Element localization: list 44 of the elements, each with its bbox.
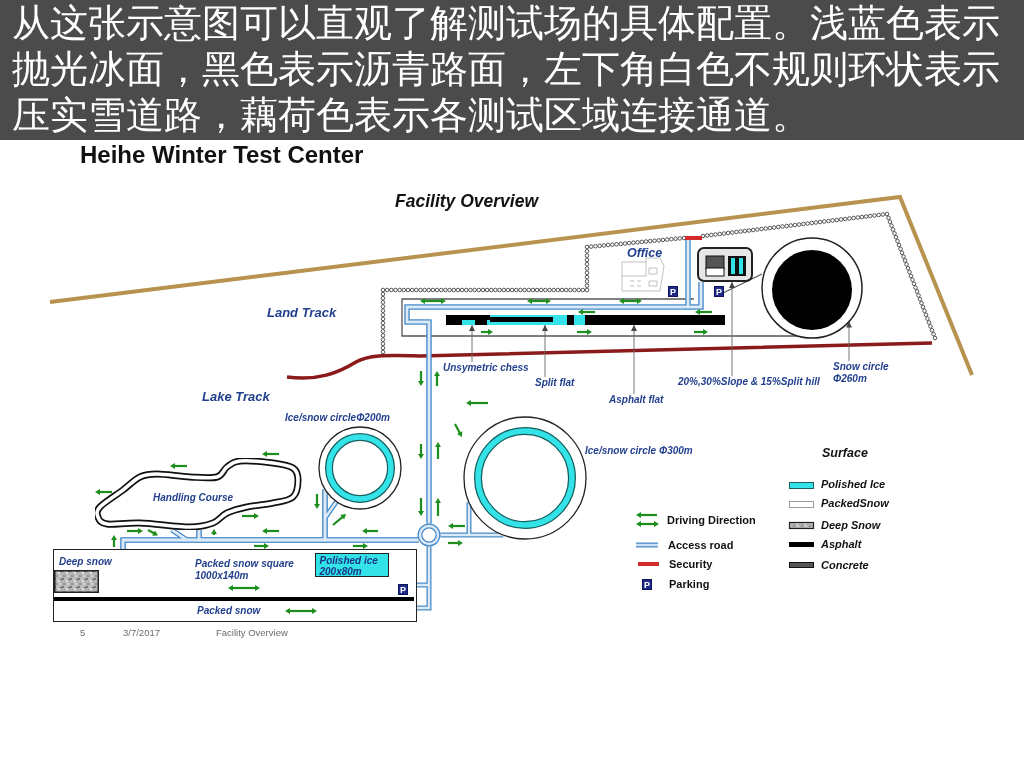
security-gate [685, 235, 702, 240]
parking-sign: P [398, 584, 408, 595]
snow-circle-track [761, 237, 863, 339]
page-number: 5 [80, 627, 86, 639]
polished-ice-area: Polished ice 200x80m [314, 552, 389, 577]
track-label: Handling Course [153, 492, 233, 504]
parking-sign: P [642, 579, 652, 590]
legend-label: PackedSnow [821, 497, 889, 510]
legend-label: Polished Ice [821, 478, 886, 491]
legend-heading: Surface [822, 446, 868, 461]
access-road [120, 530, 202, 549]
track-label: Snow circle Φ260m [833, 361, 899, 385]
legend-label: Parking [669, 578, 710, 591]
track-label: Split flat [535, 377, 575, 389]
title: Heihe Winter Test Center [80, 140, 364, 170]
track-label: 20%,30%Slope & 15%Split hill [678, 376, 820, 388]
area-label: Office [627, 246, 663, 261]
track-label: Unsymetric chess [443, 362, 529, 374]
track-label: Ice/snow circleΦ200m [285, 412, 390, 424]
footer-text: Facility Overview [216, 627, 288, 639]
access-road [685, 239, 704, 310]
area-label: Lake Track [202, 389, 270, 405]
slope-hill-building [697, 247, 753, 282]
access-road [414, 544, 432, 611]
legend-label: Asphalt [821, 538, 862, 551]
parking-sign: P [668, 286, 678, 297]
legend-label: Access road [668, 539, 734, 552]
access-road [438, 499, 506, 538]
area-label: Packed snow [197, 604, 261, 617]
area-label: Packed snow square 1000x140m [195, 557, 295, 582]
subtitle: Facility Overview [395, 190, 538, 212]
track-label: Ice/snow circle Φ300m [585, 445, 693, 457]
roundabout [417, 523, 441, 547]
area-label: Deep snow [59, 555, 112, 568]
legend-label: Driving Direction [667, 514, 756, 527]
test-area [53, 549, 417, 622]
area-label: Land Track [267, 305, 337, 321]
legend-label: Deep Snow [821, 519, 881, 532]
legend-label: Concrete [821, 559, 869, 572]
caption-banner: 从这张示意图可以直观了解测试场的具体配置。浅蓝色表示抛光冰面，黑色表示沥青路面，左下角白色不规则环状表示压实雪道路，藕荷色表示各测试区域连接通道。 [0, 0, 1024, 140]
date: 3/7/2017 [123, 627, 160, 639]
track-label: Asphalt flat [609, 394, 664, 406]
parking-sign: P [714, 286, 724, 297]
legend-label: Security [669, 558, 713, 571]
